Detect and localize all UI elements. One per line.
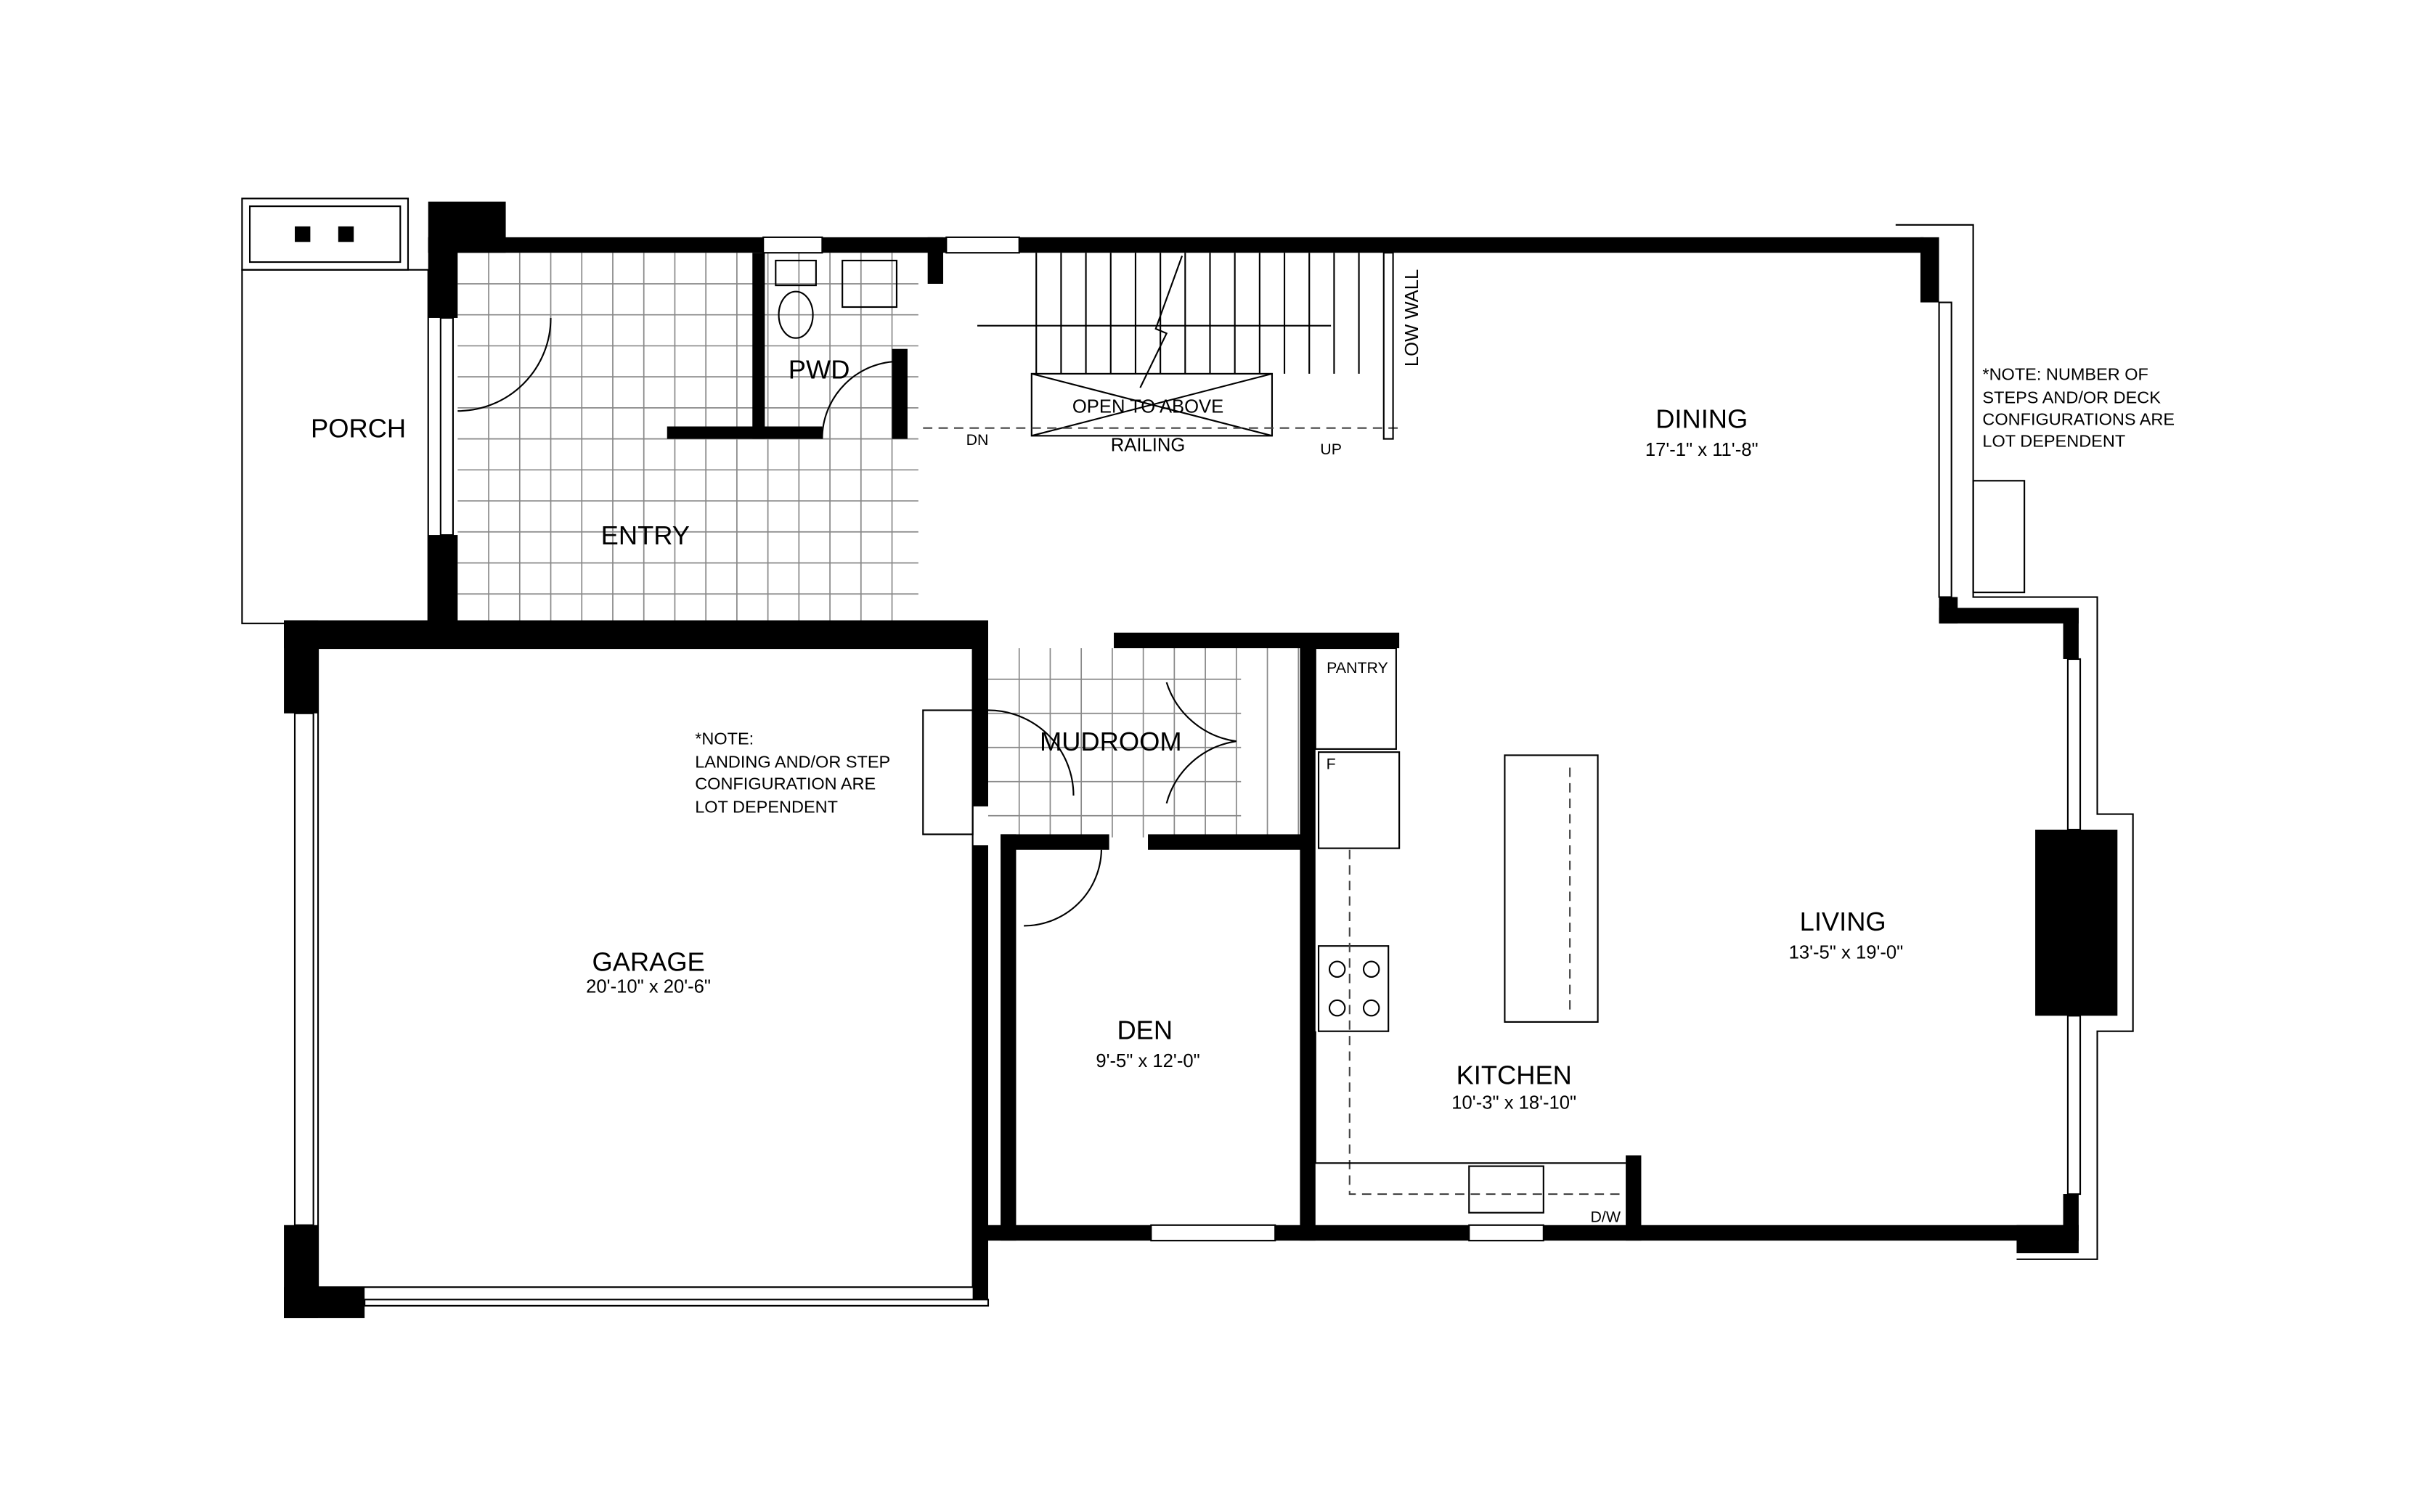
note-line: LANDING AND/OR STEP (695, 753, 890, 772)
toilet-icon (775, 259, 817, 287)
kitchen-sink-icon (1468, 1165, 1544, 1214)
note-line: *NOTE: (695, 729, 754, 748)
kitchen-label: KITCHEN (1457, 1060, 1572, 1090)
low-wall-label: LOW WALL (1402, 269, 1422, 367)
den-size: 9'-5" x 12'-0" (1096, 1051, 1199, 1071)
mudroom-label: MUDROOM (1040, 727, 1182, 756)
sink-icon (842, 259, 898, 308)
stair-down-label: DN (966, 431, 989, 449)
staircase (923, 252, 1404, 440)
fridge-icon (1317, 751, 1401, 849)
fixtures (775, 259, 1626, 1214)
garage-label: GARAGE (592, 947, 704, 976)
pantry-cabinet (1314, 647, 1397, 750)
living-size: 13'-5" x 19'-0" (1789, 942, 1904, 963)
living-label: LIVING (1800, 907, 1886, 936)
doors (457, 317, 1237, 927)
stair-up-label: UP (1320, 441, 1342, 458)
toilet-bowl-icon (778, 290, 814, 339)
note-line: LOT DEPENDENT (695, 797, 838, 816)
windows (293, 224, 2134, 1307)
railing-label: RAILING (1111, 436, 1186, 456)
stove-icon (1317, 945, 1390, 1032)
porch (241, 197, 429, 624)
note-line: CONFIGURATIONS ARE (1982, 409, 2175, 428)
entry-label: ENTRY (601, 520, 690, 550)
note-line: STEPS AND/OR DECK (1982, 388, 2161, 406)
tile-floor (457, 253, 1300, 838)
garage-note: *NOTE: LANDING AND/OR STEP CONFIGURATION… (695, 729, 890, 816)
open-to-above-label: OPEN TO ABOVE (1072, 396, 1223, 417)
dining-label: DINING (1655, 404, 1748, 434)
note-line: LOT DEPENDENT (1982, 431, 2125, 450)
kitchen-island (1504, 754, 1599, 1023)
den-label: DEN (1117, 1015, 1173, 1045)
walls (284, 201, 2118, 1318)
deck-note: *NOTE: NUMBER OF STEPS AND/OR DECK CONFI… (1982, 364, 2175, 450)
dining-size: 17'-1" x 11'-8" (1645, 440, 1759, 460)
note-line: *NOTE: NUMBER OF (1982, 364, 2148, 383)
note-line: CONFIGURATION ARE (695, 774, 876, 793)
kitchen-size: 10'-3" x 18'-10" (1451, 1093, 1576, 1113)
pantry-label: PANTRY (1327, 659, 1388, 677)
dishwasher-label: D/W (1591, 1208, 1621, 1225)
pwd-label: PWD (789, 354, 850, 384)
garage-size: 20'-10" x 20'-6" (586, 976, 711, 997)
fridge-label: F (1327, 756, 1336, 773)
porch-label: PORCH (311, 413, 406, 443)
